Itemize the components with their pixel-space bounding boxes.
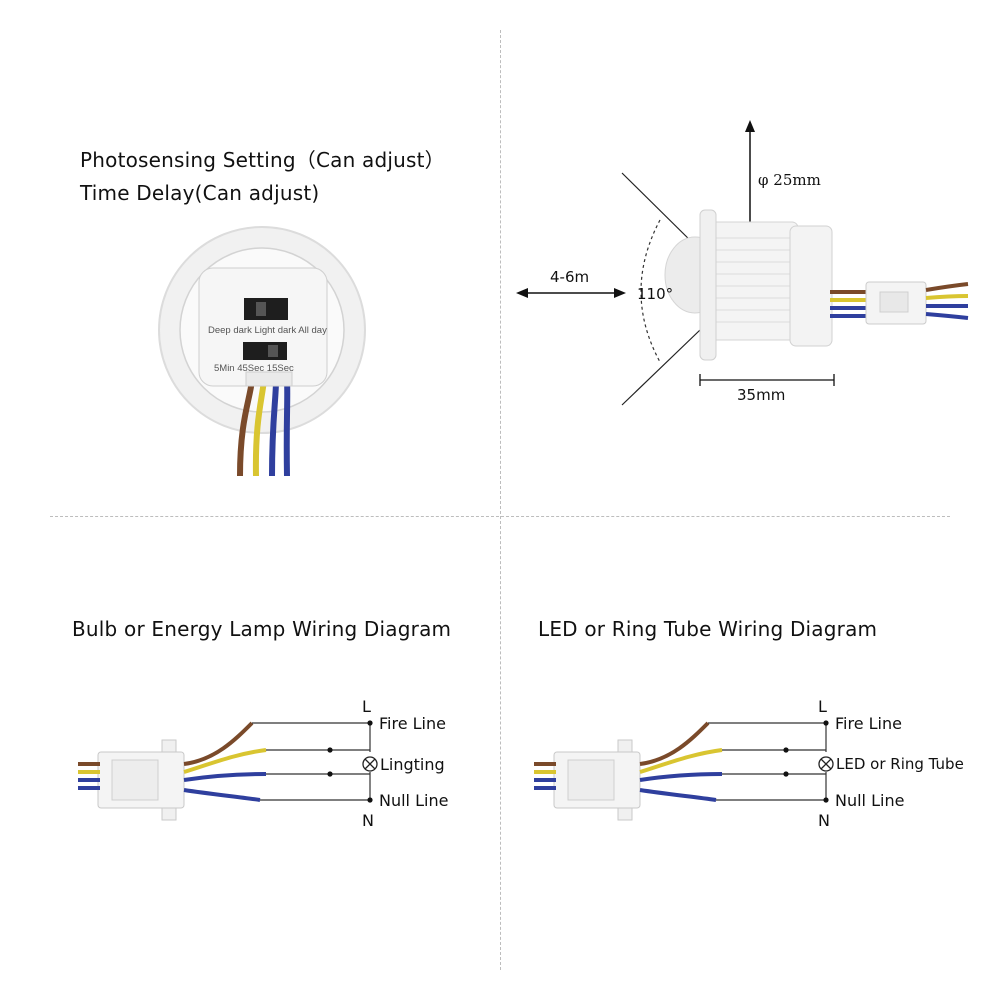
wire-grommet — [245, 371, 293, 387]
vertical-divider — [500, 30, 501, 970]
time-delay-scale-label: 5Min 45Sec 15Sec — [214, 363, 294, 374]
length-label: 35mm — [737, 386, 786, 404]
null-line-label: Null Line — [379, 791, 449, 810]
live-label: L — [362, 697, 371, 716]
time-delay-heading: Time Delay(Can adjust) — [80, 181, 320, 205]
bulb-diagram-title: Bulb or Energy Lamp Wiring Diagram — [72, 617, 452, 641]
photosensing-setting-heading: Photosensing Setting（Can adjust） — [80, 148, 445, 172]
brown-wire — [639, 721, 710, 766]
blue-wire-2 — [183, 788, 261, 802]
locking-nut — [789, 225, 833, 347]
angle-label: 110° — [637, 285, 674, 303]
lamp-symbol-icon — [818, 756, 834, 772]
yellow-wire — [183, 748, 267, 774]
front-flange — [699, 209, 717, 361]
load-label: LED or Ring Tube — [836, 755, 964, 773]
fov-arc — [640, 219, 661, 363]
fov-line-top — [621, 172, 701, 251]
null-line-label: Null Line — [835, 791, 905, 810]
load-label: Lingting — [380, 755, 445, 774]
blue-wire-1 — [183, 772, 267, 782]
live-label: L — [818, 697, 827, 716]
led-diagram-title: LED or Ring Tube Wiring Diagram — [538, 617, 878, 641]
range-label: 4-6m — [550, 268, 590, 286]
diameter-label: φ 25mm — [758, 171, 821, 189]
horizontal-divider — [50, 516, 950, 517]
lamp-symbol-icon — [362, 756, 378, 772]
neutral-label: N — [818, 811, 830, 830]
fov-line-bottom — [621, 329, 701, 406]
blue-wire-1 — [639, 772, 723, 782]
fire-line-label: Fire Line — [835, 714, 902, 733]
yellow-wire — [639, 748, 723, 774]
brown-wire — [183, 721, 254, 766]
neutral-label: N — [362, 811, 374, 830]
photosensing-scale-label: Deep dark Light dark All day — [208, 325, 327, 336]
fire-line-label: Fire Line — [379, 714, 446, 733]
blue-wire-2 — [639, 788, 717, 802]
